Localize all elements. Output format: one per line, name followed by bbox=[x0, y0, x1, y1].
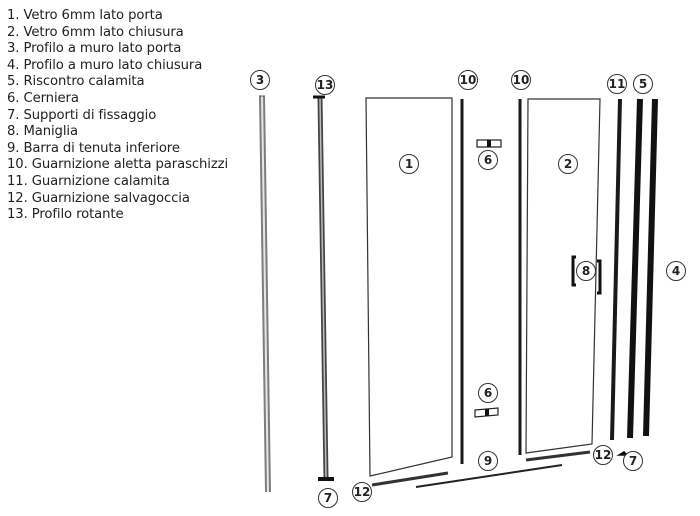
callout-6-top: 6 bbox=[478, 150, 498, 170]
fixing-bracket-arrow bbox=[616, 451, 629, 456]
callout-1: 1 bbox=[399, 154, 419, 174]
wall-profile-closing-side bbox=[643, 98, 658, 437]
legend-item-1: 1. Vetro 6mm lato porta bbox=[7, 8, 163, 23]
svg-text:10: 10 bbox=[513, 73, 530, 87]
handle bbox=[571, 255, 602, 295]
callout-5: 5 bbox=[633, 74, 653, 94]
svg-text:8: 8 bbox=[582, 264, 590, 278]
wall-profile-door-side bbox=[259, 95, 271, 493]
callout-2: 2 bbox=[558, 154, 578, 174]
svg-text:12: 12 bbox=[354, 485, 371, 499]
svg-text:12: 12 bbox=[595, 448, 612, 462]
svg-text:7: 7 bbox=[324, 491, 332, 505]
svg-text:6: 6 bbox=[484, 386, 492, 400]
svg-text:4: 4 bbox=[672, 264, 680, 278]
callout-3: 3 bbox=[250, 70, 270, 90]
legend-item-11: 11. Guarnizione calamita bbox=[7, 173, 170, 189]
legend-item-6: 6. Cerniera bbox=[7, 90, 79, 106]
callout-6-bottom: 6 bbox=[478, 383, 498, 403]
legend-item-7: 7. Supporti di fissaggio bbox=[7, 107, 157, 123]
svg-text:9: 9 bbox=[484, 454, 492, 468]
callout-7-left: 7 bbox=[318, 488, 338, 508]
legend-item-10: 10. Guarnizione aletta paraschizzi bbox=[7, 157, 229, 173]
glass-panel-closing-side bbox=[525, 98, 601, 454]
drip-seal-right bbox=[525, 450, 591, 462]
legend-item-12: 12. Guarnizione salvagoccia bbox=[7, 190, 190, 206]
svg-text:6: 6 bbox=[484, 153, 492, 167]
svg-text:11: 11 bbox=[609, 77, 626, 91]
svg-text:1: 1 bbox=[405, 157, 413, 171]
hinge-top bbox=[476, 139, 502, 148]
callout-8: 8 bbox=[576, 261, 596, 281]
callout-9: 9 bbox=[478, 451, 498, 471]
callout-13: 13 bbox=[315, 75, 335, 95]
glass-panel-door-side bbox=[365, 97, 453, 477]
svg-text:13: 13 bbox=[317, 78, 334, 92]
callout-12-left: 12 bbox=[352, 482, 372, 502]
legend-item-3: 3. Profilo a muro lato porta bbox=[7, 41, 182, 57]
legend-item-13: 13. Profilo rotante bbox=[7, 207, 124, 223]
svg-text:3: 3 bbox=[256, 73, 264, 87]
parts-legend: 1. Vetro 6mm lato porta 2. Vetro 6mm lat… bbox=[7, 8, 228, 224]
callout-7-right: 7 bbox=[623, 451, 643, 471]
legend-item-4: 4. Profilo a muro lato chiusura bbox=[7, 57, 203, 73]
svg-text:2: 2 bbox=[564, 157, 572, 171]
hinge-bottom bbox=[474, 407, 499, 418]
callout-11: 11 bbox=[607, 74, 627, 94]
rotating-profile bbox=[313, 95, 334, 481]
magnet-counterpart bbox=[627, 98, 643, 439]
legend-item-2: 2. Vetro 6mm lato chiusura bbox=[7, 24, 184, 40]
legend-item-9: 9. Barra di tenuta inferiore bbox=[7, 140, 180, 156]
legend-item-8: 8. Maniglia bbox=[7, 124, 78, 140]
legend-item-5: 5. Riscontro calamita bbox=[7, 74, 145, 90]
drip-seal-left bbox=[371, 471, 449, 487]
magnet-seal bbox=[610, 98, 622, 441]
callout-10-right: 10 bbox=[511, 70, 531, 90]
callout-10-left: 10 bbox=[458, 70, 478, 90]
callout-12-right: 12 bbox=[593, 445, 613, 465]
svg-text:10: 10 bbox=[460, 73, 477, 87]
svg-text:5: 5 bbox=[639, 77, 647, 91]
svg-text:7: 7 bbox=[629, 454, 637, 468]
bottom-seal-bar bbox=[415, 464, 563, 488]
callout-4: 4 bbox=[666, 261, 686, 281]
